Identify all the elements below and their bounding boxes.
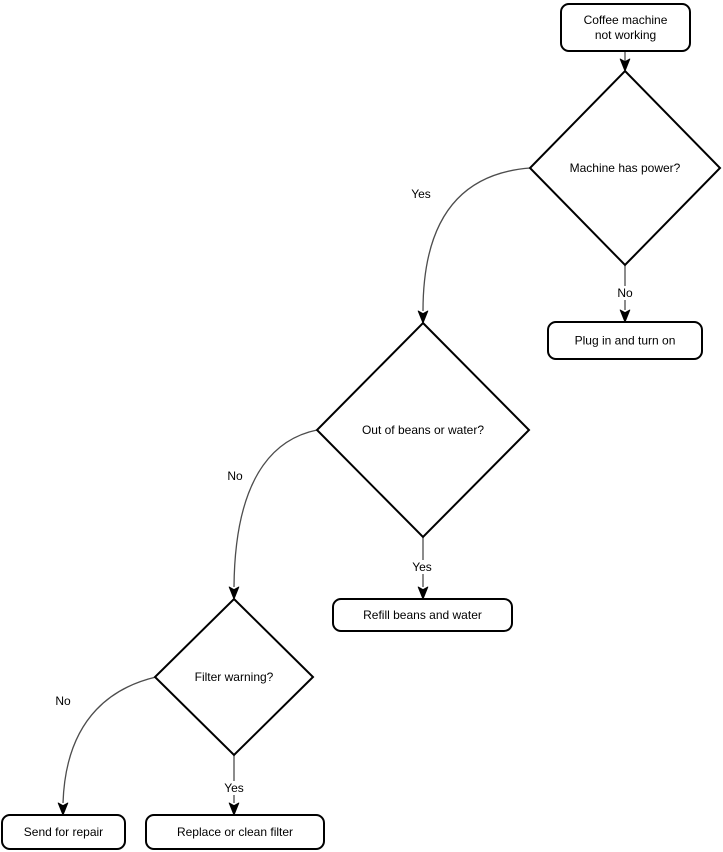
- node-label-line: not working: [595, 28, 656, 42]
- edge-arrowhead-filter-yes: [228, 802, 240, 816]
- node-shape-plug-in: [547, 321, 703, 360]
- edge-filter-no: [62, 676, 157, 804]
- edge-label-power-no: No: [617, 286, 633, 300]
- node-label-refill: Refill beans and water: [363, 608, 482, 622]
- edge-arrowhead-beans-yes: [417, 586, 429, 600]
- edge-label-beans-yes: Yes: [412, 560, 432, 574]
- node-shape-beans-or-water: [315, 321, 531, 539]
- node-label-filter-warning: Filter warning?: [195, 670, 274, 684]
- edge-arrowhead-start-to-power: [619, 58, 631, 72]
- edge-beans-no: [233, 429, 318, 588]
- node-label-replace-filter: Replace or clean filter: [177, 825, 293, 839]
- node-label-beans-or-water: Out of beans or water?: [362, 423, 484, 437]
- node-shape-machine-has-power: [528, 69, 722, 267]
- node-label-plug-in: Plug in and turn on: [575, 334, 676, 348]
- edge-label-bg-beans-yes: [408, 560, 436, 574]
- edge-label-beans-no: No: [227, 469, 243, 483]
- edge-label-bg-power-yes: [407, 187, 435, 201]
- edge-label-filter-yes: Yes: [224, 781, 244, 795]
- edge-label-bg-power-no: [615, 286, 635, 300]
- edge-label-bg-filter-no: [53, 694, 73, 708]
- edge-label-filter-no: No: [55, 694, 71, 708]
- edge-arrowhead-power-no: [619, 309, 631, 323]
- node-label-send-for-repair: Send for repair: [24, 825, 103, 839]
- node-label-line: Coffee machine: [584, 13, 668, 27]
- edge-arrowhead-power-yes: [417, 310, 429, 324]
- edge-label-power-yes: Yes: [411, 187, 431, 201]
- node-label-machine-has-power: Machine has power?: [570, 161, 681, 175]
- node-shape-filter-warning: [153, 597, 315, 757]
- edge-arrowhead-beans-no: [228, 586, 240, 600]
- node-shape-start: [560, 3, 691, 52]
- edge-power-yes: [422, 167, 531, 312]
- edge-arrowhead-filter-no: [57, 802, 69, 816]
- node-shape-replace-filter: [145, 814, 325, 850]
- edge-label-bg-filter-yes: [220, 781, 248, 795]
- node-shape-refill: [332, 598, 513, 632]
- node-shape-send-for-repair: [1, 814, 126, 850]
- edge-label-bg-beans-no: [225, 469, 245, 483]
